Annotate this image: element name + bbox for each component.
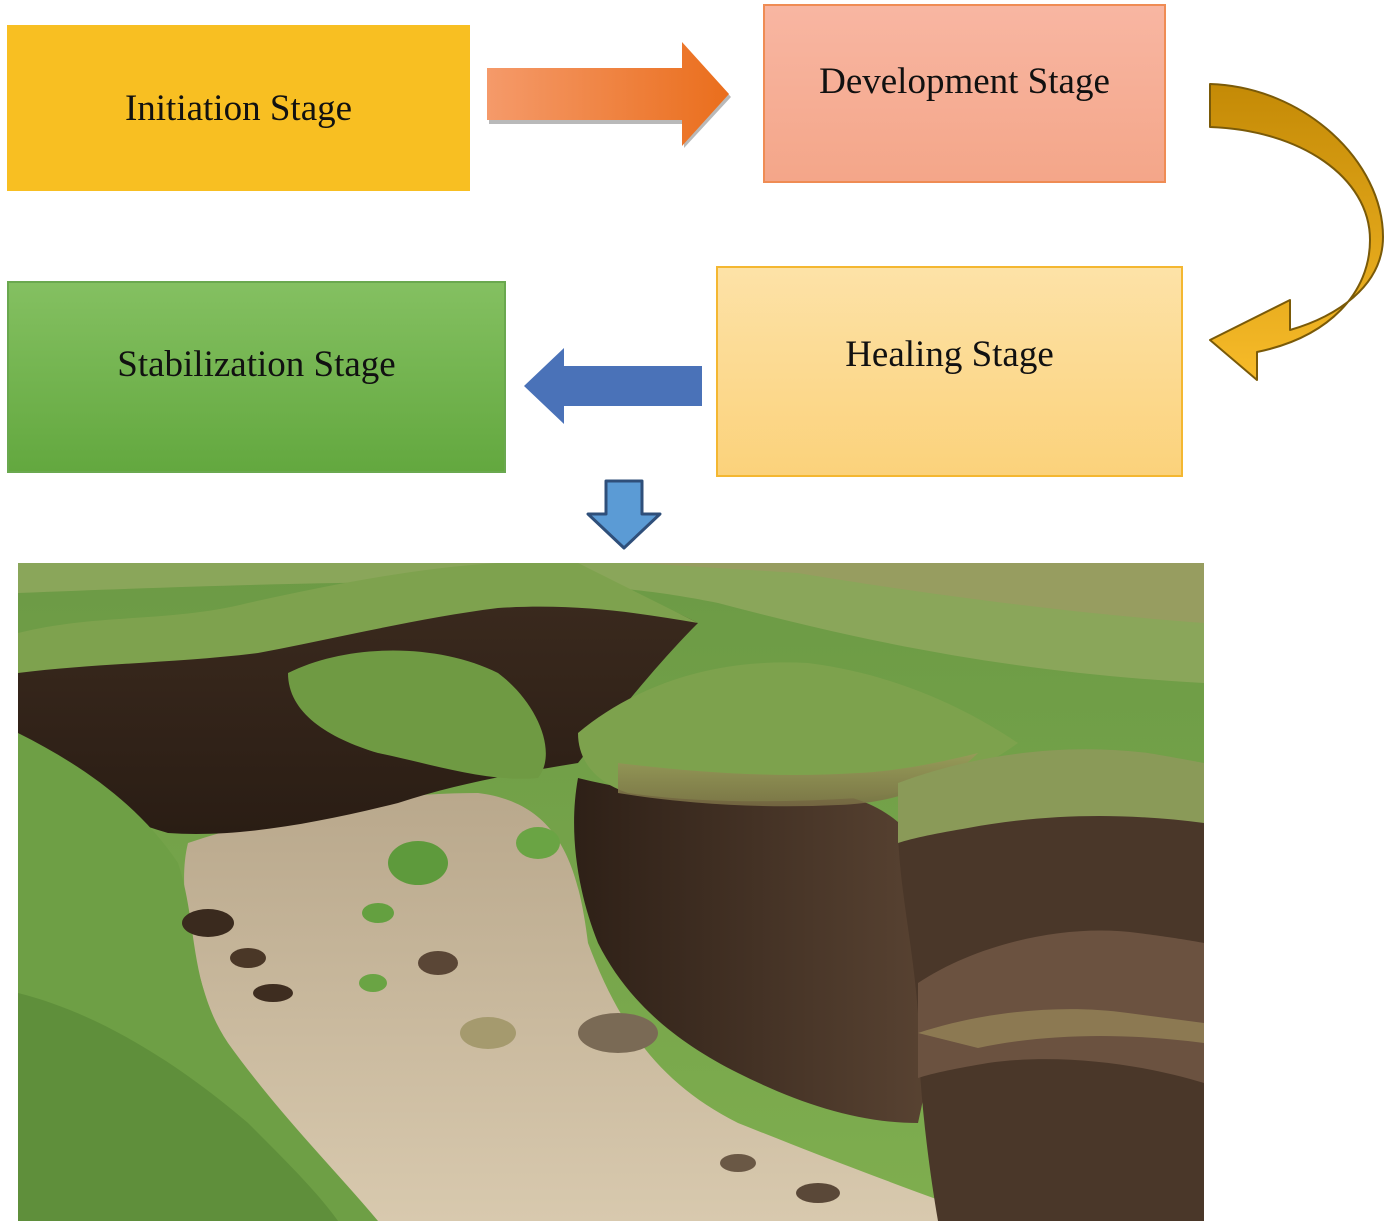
development-stage-box: Development Stage [763, 4, 1166, 183]
healing-stage-label: Healing Stage [845, 334, 1054, 375]
initiation-stage-box: Initiation Stage [7, 25, 470, 191]
healing-stage-box: Healing Stage [716, 266, 1183, 477]
stabilization-stage-label: Stabilization Stage [117, 343, 396, 385]
stabilization-stage-box: Stabilization Stage [7, 281, 506, 473]
initiation-stage-label: Initiation Stage [124, 87, 353, 129]
gully-erosion-photo [18, 563, 1204, 1221]
arrow-right-icon [487, 42, 731, 148]
arrow-down-icon [586, 479, 662, 550]
arrow-left-icon [524, 348, 702, 424]
gully-photo-illustration [18, 563, 1204, 1221]
development-stage-label: Development Stage [819, 61, 1110, 102]
curved-arrow-icon [1209, 83, 1384, 381]
